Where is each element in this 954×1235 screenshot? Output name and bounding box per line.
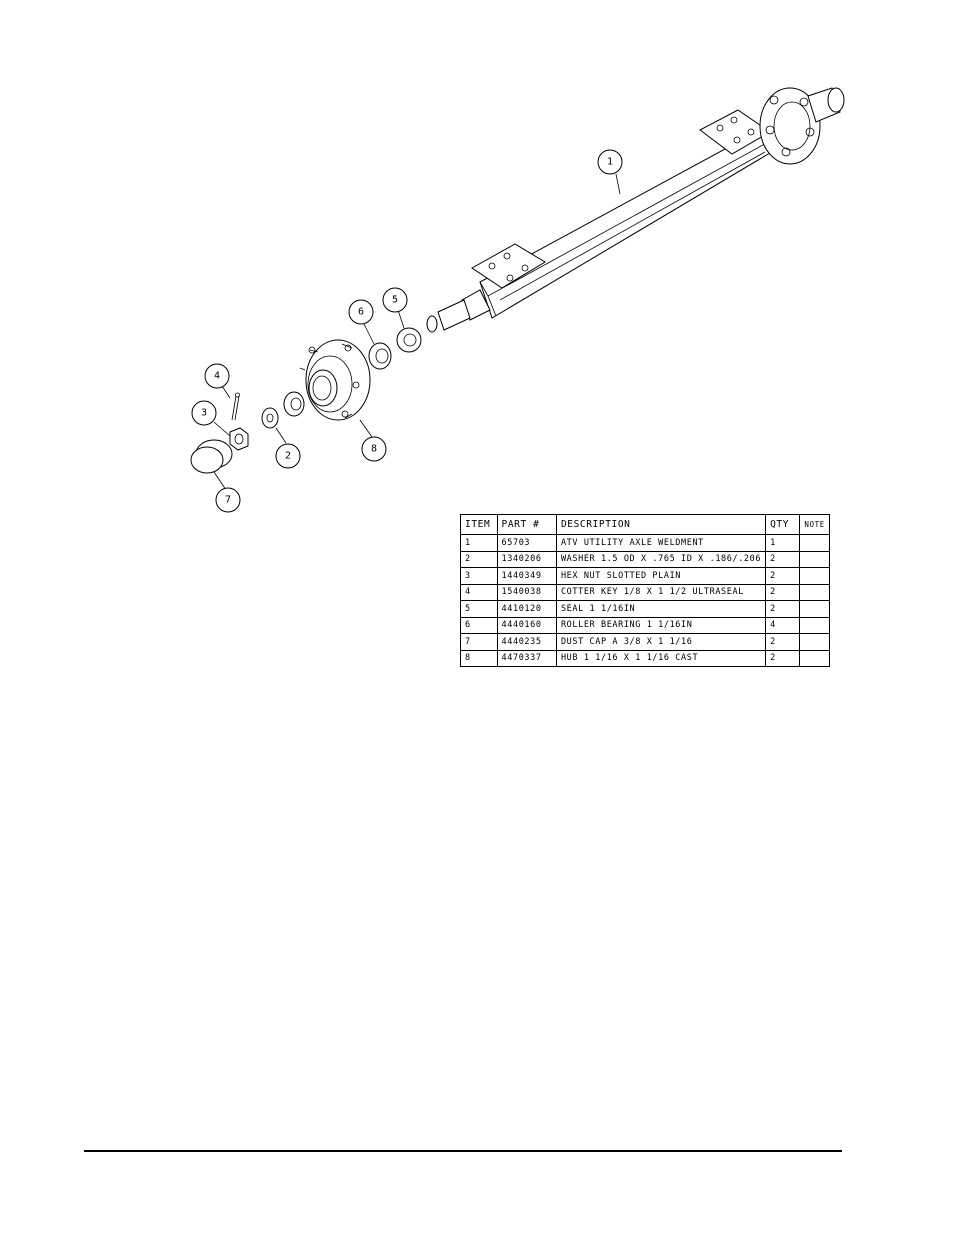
cell-note — [799, 600, 830, 618]
callout-5-label: 5 — [392, 295, 398, 306]
cell-item: 7 — [460, 633, 498, 651]
callout-3-label: 3 — [201, 408, 207, 419]
parts-list-header-row: ITEM PART # DESCRIPTION QTY NOTE — [460, 514, 830, 535]
cell-part-number: 1540038 — [496, 583, 557, 601]
cell-item: 8 — [460, 649, 498, 667]
header-item: ITEM — [460, 514, 498, 535]
hex-nut — [229, 427, 249, 451]
callout-4-label: 4 — [214, 371, 220, 382]
washer — [261, 407, 279, 429]
callout-8-label: 8 — [371, 444, 377, 455]
cell-description: DUST CAP A 3/8 X 1 1/16 — [555, 633, 767, 651]
cell-part-number: 1440349 — [496, 567, 557, 585]
cell-note — [799, 550, 830, 568]
cell-item: 1 — [460, 534, 498, 552]
cell-description: SEAL 1 1/16IN — [555, 600, 767, 618]
cell-item: 2 — [460, 550, 498, 568]
header-note: NOTE — [799, 514, 830, 535]
roller-bearing-outer — [283, 391, 305, 417]
axle-weldment — [426, 87, 845, 333]
cell-description: HEX NUT SLOTTED PLAIN — [555, 567, 767, 585]
cell-qty: 4 — [765, 616, 801, 634]
header-part-number: PART # — [496, 514, 557, 535]
cell-item: 4 — [460, 583, 498, 601]
cell-note — [799, 649, 830, 667]
cell-item: 3 — [460, 567, 498, 585]
roller-bearing-inner — [368, 342, 392, 370]
cell-qty: 2 — [765, 583, 801, 601]
callout-1: 1 — [597, 149, 623, 175]
callout-7: 7 — [215, 487, 241, 513]
cell-description: ROLLER BEARING 1 1/16IN — [555, 616, 767, 634]
footer-rule — [84, 1150, 842, 1152]
header-description: DESCRIPTION — [555, 514, 767, 535]
cell-qty: 2 — [765, 649, 801, 667]
cell-note — [799, 583, 830, 601]
callout-6-label: 6 — [358, 307, 364, 318]
cell-note — [799, 567, 830, 585]
cell-part-number: 1340206 — [496, 550, 557, 568]
cell-description: WASHER 1.5 OD X .765 ID X .186/.206 — [555, 550, 767, 568]
cell-qty: 2 — [765, 550, 801, 568]
cell-part-number: 4440160 — [496, 616, 557, 634]
cell-note — [799, 534, 830, 552]
cell-description: HUB 1 1/16 X 1 1/16 CAST — [555, 649, 767, 667]
callout-2: 2 — [275, 443, 301, 469]
cell-part-number: 65703 — [496, 534, 557, 552]
hub — [299, 339, 371, 421]
cotter-key — [231, 392, 240, 421]
callout-8: 8 — [361, 436, 387, 462]
callout-5: 5 — [382, 287, 408, 313]
callout-4: 4 — [204, 363, 230, 389]
callout-1-label: 1 — [607, 157, 613, 168]
callout-6: 6 — [348, 299, 374, 325]
cell-qty: 2 — [765, 633, 801, 651]
seal — [396, 327, 422, 353]
leader-lines — [213, 173, 621, 491]
cell-part-number: 4440235 — [496, 633, 557, 651]
cell-note — [799, 633, 830, 651]
cell-item: 6 — [460, 616, 498, 634]
cell-qty: 2 — [765, 600, 801, 618]
callout-2-label: 2 — [285, 451, 291, 462]
cell-description: ATV UTILITY AXLE WELDMENT — [555, 534, 767, 552]
cell-item: 5 — [460, 600, 498, 618]
callout-3: 3 — [191, 400, 217, 426]
cell-description: COTTER KEY 1/8 X 1 1/2 ULTRASEAL — [555, 583, 767, 601]
cell-qty: 1 — [765, 534, 801, 552]
header-qty: QTY — [765, 514, 801, 535]
cell-qty: 2 — [765, 567, 801, 585]
dust-cap — [190, 439, 233, 474]
callout-7-label: 7 — [225, 495, 231, 506]
cell-part-number: 4410120 — [496, 600, 557, 618]
cell-note — [799, 616, 830, 634]
cell-part-number: 4470337 — [496, 649, 557, 667]
